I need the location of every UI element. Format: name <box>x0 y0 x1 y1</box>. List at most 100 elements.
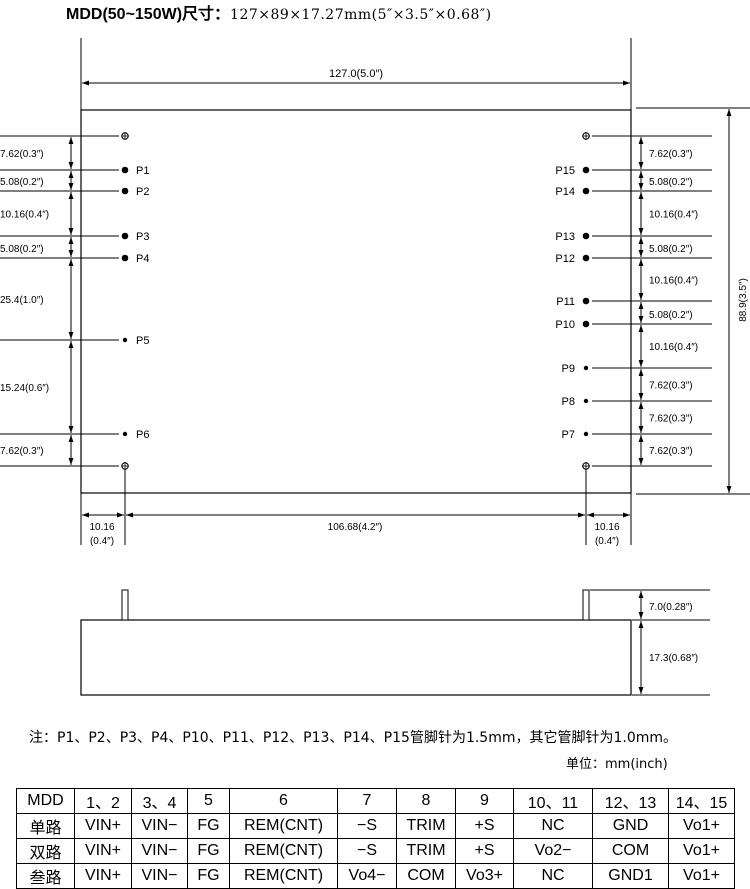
dimension-drawing: 127.0(5.0″) 88.9(3.5″) P1P2P3P4P5P67.62(… <box>0 38 750 696</box>
table-cell: NC <box>513 813 593 839</box>
mounting-hole-top-right <box>582 132 590 140</box>
side-view-pin-left <box>121 589 129 621</box>
table-header-cell: 12、13 <box>592 788 669 814</box>
bottom-right-label-mm: 10.16 <box>594 522 619 533</box>
pin-p8 <box>583 398 589 404</box>
table-cell: Vo4− <box>337 863 397 889</box>
bottom-left-label-mm: 10.16 <box>89 522 114 533</box>
pin-p15 <box>582 166 590 174</box>
pin-p3 <box>121 232 129 240</box>
pin-p14 <box>582 187 590 195</box>
pin-label: P8 <box>562 396 575 408</box>
mounting-hole-bottom-right <box>582 462 590 470</box>
pin-label: P9 <box>562 363 575 375</box>
table-cell: VIN+ <box>74 813 132 839</box>
spacing-label: 7.62(0.3″) <box>649 381 693 392</box>
spacing-label: 7.62(0.3″) <box>649 446 693 457</box>
table-cell: Vo1+ <box>668 813 735 839</box>
table-header-cell: 5 <box>187 788 230 814</box>
table-cell: NC <box>513 863 593 889</box>
pin-p11 <box>582 297 590 305</box>
row-type-cell: 单路 <box>16 813 75 839</box>
table-cell: GND <box>592 813 669 839</box>
spacing-label: 25.4(1.0″) <box>0 295 44 306</box>
spacing-label: 5.08(0.2″) <box>0 177 44 188</box>
table-header-cell: MDD <box>16 788 75 814</box>
table-cell: VIN+ <box>74 863 132 889</box>
pin-label: P13 <box>555 231 575 243</box>
bottom-left-label-in: (0.4″) <box>90 536 114 547</box>
module-outline <box>80 109 632 494</box>
unit-label: 单位：mm(inch) <box>566 757 668 772</box>
side-view-pin-right <box>582 589 590 621</box>
table-cell: +S <box>455 813 514 839</box>
pin-label: P11 <box>556 296 575 308</box>
pin-p12 <box>582 254 590 262</box>
pin-p7 <box>583 431 589 437</box>
pin-label: P15 <box>555 165 575 177</box>
pin-p2 <box>121 187 129 195</box>
pin-label: P7 <box>562 429 575 441</box>
pin-label: P3 <box>136 231 149 243</box>
table-cell: FG <box>187 813 230 839</box>
table-cell: VIN+ <box>74 838 132 864</box>
side-view-body <box>80 619 632 696</box>
table-header-cell: 3、4 <box>131 788 188 814</box>
spacing-label: 7.62(0.3″) <box>649 149 693 160</box>
pin-p10 <box>582 320 590 328</box>
width-dimension-label: 127.0(5.0″) <box>329 68 383 80</box>
table-header-cell: 9 <box>455 788 514 814</box>
pin-p5 <box>122 337 128 343</box>
right-pin-chain: P15P14P13P12P11P10P9P8P77.62(0.3″)5.08(0… <box>555 135 712 467</box>
table-cell: Vo1+ <box>668 863 735 889</box>
spacing-label: 10.16(0.4″) <box>649 210 698 221</box>
table-cell: COM <box>592 838 669 864</box>
pin-label: P1 <box>136 165 149 177</box>
left-pin-chain: P1P2P3P4P5P67.62(0.3″)5.08(0.2″)10.16(0.… <box>0 135 149 467</box>
mounting-hole-top-left <box>121 132 129 140</box>
table-header-cell: 14、15 <box>668 788 735 814</box>
table-cell: GND1 <box>592 863 669 889</box>
spacing-label: 5.08(0.2″) <box>649 177 693 188</box>
pin-p9 <box>583 365 589 371</box>
pin-p1 <box>121 166 129 174</box>
pin-label: P10 <box>555 319 575 331</box>
pin-label: P4 <box>136 253 149 265</box>
page-title: MDD(50~150W)尺寸：127×89×17.27mm(5″×3.5″×0.… <box>66 0 492 24</box>
spacing-label: 7.62(0.3″) <box>0 446 44 457</box>
table-header-cell: 7 <box>337 788 397 814</box>
table-cell: FG <box>187 863 230 889</box>
pin-label: P5 <box>136 335 149 347</box>
table-header-cell: 1、2 <box>74 788 132 814</box>
table-cell: COM <box>396 863 456 889</box>
bottom-right-label-in: (0.4″) <box>595 536 619 547</box>
pin-p13 <box>582 232 590 240</box>
row-type-cell: 叁路 <box>16 863 75 889</box>
table-cell: VIN− <box>131 838 188 864</box>
table-cell: FG <box>187 838 230 864</box>
mounting-hole-bottom-left <box>121 462 129 470</box>
table-cell: VIN− <box>131 813 188 839</box>
height-dimension-label: 88.9(3.5″) <box>738 278 749 322</box>
spacing-label: 7.62(0.3″) <box>649 414 693 425</box>
table-cell: Vo3+ <box>455 863 514 889</box>
pin-height-label: 7.0(0.28″) <box>649 602 693 613</box>
table-cell: Vo2− <box>513 838 593 864</box>
pin-note: 注：P1、P2、P3、P4、P10、P11、P12、P13、P14、P15管脚针… <box>29 730 678 746</box>
body-height-label: 17.3(0.68″) <box>649 653 698 664</box>
table-cell: REM(CNT) <box>229 863 338 889</box>
spacing-label: 5.08(0.2″) <box>0 244 44 255</box>
spacing-label: 5.08(0.2″) <box>649 244 693 255</box>
pin-p6 <box>122 431 128 437</box>
spacing-label: 10.16(0.4″) <box>0 210 49 221</box>
table-header-cell: 8 <box>396 788 456 814</box>
spacing-label: 5.08(0.2″) <box>649 310 693 321</box>
table-cell: TRIM <box>396 838 456 864</box>
table-header-cell: 10、11 <box>513 788 593 814</box>
table-cell: REM(CNT) <box>229 813 338 839</box>
bottom-middle-label: 106.68(4.2″) <box>328 522 383 533</box>
model-label: MDD(50~150W)尺寸： <box>66 6 231 23</box>
table-header-cell: 6 <box>229 788 338 814</box>
